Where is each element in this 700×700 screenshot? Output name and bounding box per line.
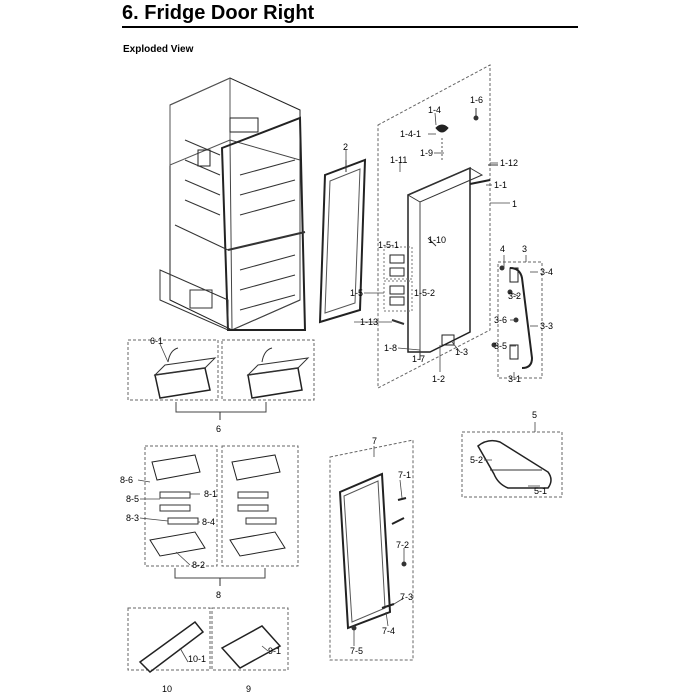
callout-1-1: 1-1 bbox=[494, 180, 507, 190]
callout-1-4-1: 1-4-1 bbox=[400, 129, 421, 139]
callout-1-3: 1-3 bbox=[455, 347, 468, 357]
callout-1-6: 1-6 bbox=[470, 95, 483, 105]
callout-3-4: 3-4 bbox=[540, 267, 553, 277]
callout-8-1: 8-1 bbox=[204, 489, 217, 499]
shelf-6-illustration bbox=[127, 339, 315, 420]
callout-1-10: 1-10 bbox=[428, 235, 446, 245]
callout-9-1: 9-1 bbox=[268, 646, 281, 656]
callout-1-8: 1-8 bbox=[384, 343, 397, 353]
door-assembly-illustration bbox=[377, 64, 498, 389]
callout-1: 1 bbox=[512, 199, 517, 209]
callout-1-5-1: 1-5-1 bbox=[378, 240, 399, 250]
callout-labels: 2 1-4 1-6 1-4-1 1-9 1-11 1-12 1-1 1 1-10… bbox=[120, 95, 553, 694]
callout-3-1: 3-1 bbox=[508, 374, 521, 384]
callout-3-3: 3-3 bbox=[540, 321, 553, 331]
callout-1-12: 1-12 bbox=[500, 158, 518, 168]
callout-1-5-2: 1-5-2 bbox=[414, 288, 435, 298]
fridge-cabinet-illustration bbox=[159, 77, 307, 331]
callout-3-6: 3-6 bbox=[494, 315, 507, 325]
callout-1-13: 1-13 bbox=[360, 317, 378, 327]
bins-10-9-illustration bbox=[127, 607, 289, 673]
callout-7: 7 bbox=[372, 436, 377, 446]
hinge-assembly-illustration bbox=[491, 261, 543, 379]
callout-1-9: 1-9 bbox=[420, 148, 433, 158]
callout-4: 4 bbox=[500, 244, 505, 254]
callout-10: 10 bbox=[162, 684, 172, 694]
door-7-illustration bbox=[329, 439, 414, 661]
callout-8-4: 8-4 bbox=[202, 517, 215, 527]
callout-8-2: 8-2 bbox=[192, 560, 205, 570]
callout-8: 8 bbox=[216, 590, 221, 600]
door-bin-5-illustration bbox=[461, 431, 563, 498]
callout-5-1: 5-1 bbox=[534, 486, 547, 496]
callout-2: 2 bbox=[343, 142, 348, 152]
callout-7-3: 7-3 bbox=[400, 592, 413, 602]
title-underline bbox=[122, 26, 578, 28]
page-title: 6. Fridge Door Right bbox=[122, 2, 315, 24]
callout-1-4: 1-4 bbox=[428, 105, 441, 115]
callout-7-4: 7-4 bbox=[382, 626, 395, 636]
callout-1-7: 1-7 bbox=[412, 354, 425, 364]
callout-1-5: 1-5 bbox=[350, 288, 363, 298]
callout-8-5: 8-5 bbox=[126, 494, 139, 504]
leader-lines bbox=[137, 112, 540, 663]
callout-5-2: 5-2 bbox=[470, 455, 483, 465]
callout-1-2: 1-2 bbox=[432, 374, 445, 384]
callout-1-11: 1-11 bbox=[390, 155, 407, 165]
callout-5: 5 bbox=[532, 410, 537, 420]
callout-6-1: 6-1 bbox=[150, 336, 163, 346]
callout-9: 9 bbox=[246, 684, 251, 694]
callout-7-2: 7-2 bbox=[396, 540, 409, 550]
callout-10-1: 10-1 bbox=[188, 654, 206, 664]
section-subtitle: Exploded View bbox=[123, 44, 194, 55]
door-gasket-illustration bbox=[318, 158, 367, 324]
callout-6: 6 bbox=[216, 424, 221, 434]
callout-7-5: 7-5 bbox=[350, 646, 363, 656]
callout-3-2: 3-2 bbox=[508, 291, 521, 301]
callout-8-3: 8-3 bbox=[126, 513, 139, 523]
callout-8-6: 8-6 bbox=[120, 475, 133, 485]
callout-7-1: 7-1 bbox=[398, 470, 411, 480]
shelf-8-illustration bbox=[144, 445, 299, 586]
callout-3-5: 3-5 bbox=[494, 341, 507, 351]
callout-3: 3 bbox=[522, 244, 527, 254]
